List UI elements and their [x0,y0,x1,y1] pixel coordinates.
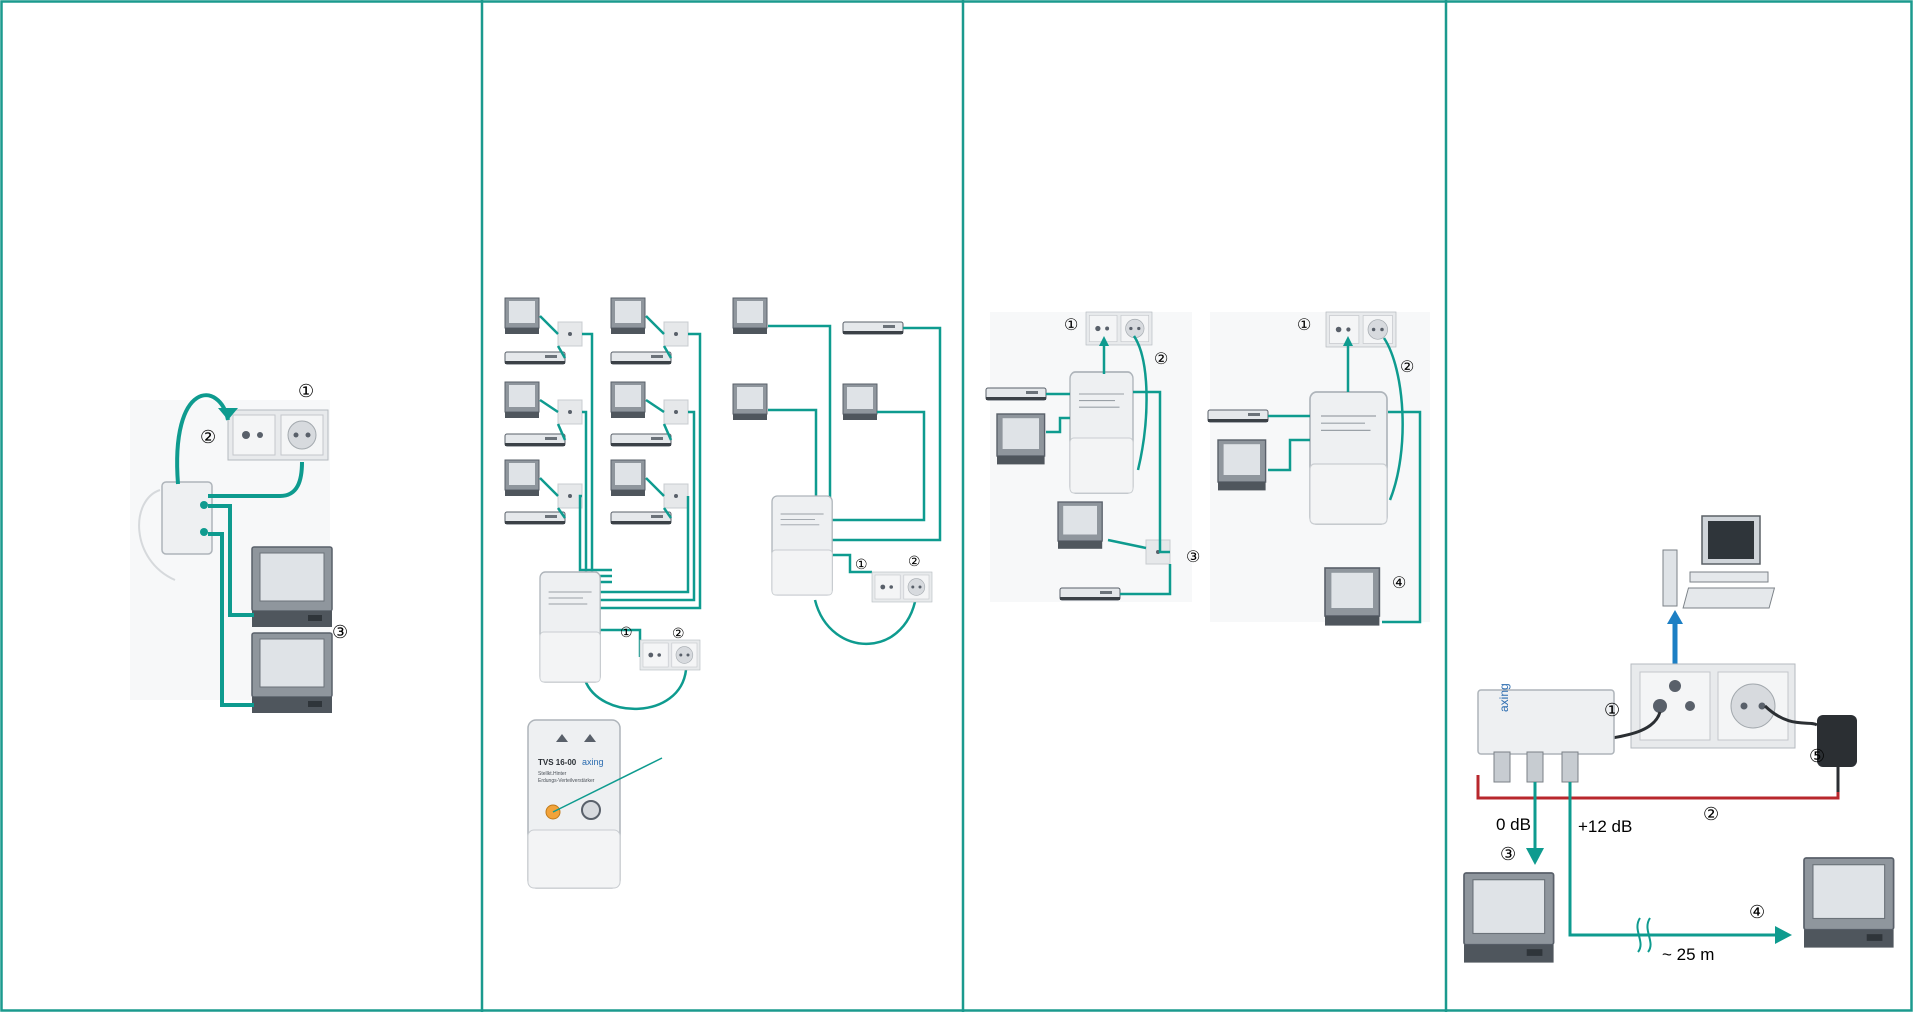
tv-a3 [504,459,540,497]
label-p3-right-loop: ② [1400,359,1414,376]
label-p4-tv-near: ③ [1500,844,1516,864]
loop-cable-right [813,589,919,646]
tv-p3-r2 [1324,567,1381,627]
tv-c3 [842,383,878,421]
house-amplifier: axing [1477,683,1615,783]
distance-break [1636,917,1652,953]
label-p4-tv-far: ④ [1749,902,1765,922]
detail-brand: axing [582,757,604,767]
wall-socket [227,409,329,461]
detail-device: TVS 16-00 axing Stellkt.Hinter Erdungs-V… [527,719,663,889]
label-cable: ② [200,427,216,447]
loop-cable [583,669,688,710]
splitter-b3 [663,483,689,509]
output-connector [581,800,601,820]
panel-3-right-cables [1268,337,1422,624]
receiver-a1 [504,351,566,365]
tv-a2 [504,381,540,419]
socket-right [871,571,933,603]
amplifier-right [771,495,833,596]
socket-left [639,639,701,671]
splitter-device [138,481,213,581]
tv-b3 [610,459,646,497]
p3-right-arrow [1343,336,1353,346]
panel-2: ① ② ① ② TVS 16-00 axing Stellkt.Hinter [504,297,942,889]
receiver-p3-l2 [1059,587,1121,601]
tv-near [1463,872,1555,964]
detail-subtitle-1: Stellkt.Hinter [538,771,567,777]
splitter-b2 [663,399,689,425]
power-cord [138,489,176,581]
multimedia-socket [1630,663,1796,749]
tv-2 [251,632,333,714]
tv-p3-l1 [996,413,1046,466]
receiver-b3 [610,511,672,525]
receiver-b2 [610,433,672,447]
splitter-a3 [557,483,583,509]
p3-left-arrow [1099,336,1109,346]
amplifier-p3-right [1309,391,1388,525]
receiver-a2 [504,433,566,447]
label-left-loop: ② [672,625,685,641]
label-left-socket: ① [620,624,633,640]
tv-b1 [610,297,646,335]
label-p4-cable: ② [1703,804,1719,824]
detail-subtitle-2: Erdungs-Verteilverstärker [538,778,595,784]
distance-label: ~ 25 m [1662,945,1714,964]
arrow-tv-far [1775,926,1792,944]
tv-far [1803,857,1895,949]
panel-3-left-cables [1046,335,1172,596]
receiver-a3 [504,511,566,525]
panel-3: ① ② ③ ① ② ④ [985,311,1430,627]
label-right-socket: ① [855,556,868,572]
amplifier-p3-left [1069,371,1134,494]
tv-p3-l2 [1057,501,1103,550]
splitter-a1 [557,321,583,347]
panel-4-cables [1533,782,1783,937]
detail-model: TVS 16-00 [538,758,577,767]
panel-1-cables [175,393,304,707]
amplifier-left [539,571,601,683]
device-brand: axing [1497,683,1511,712]
label-p4-adapter: ⑤ [1809,746,1825,766]
label-p3-left-loop: ② [1154,351,1168,368]
splitter-b1 [663,321,689,347]
label-wall: ① [298,381,314,401]
gain-low: 0 dB [1496,815,1531,834]
receiver-p3-l1 [985,387,1047,401]
label-p3-splitter: ③ [1186,549,1200,566]
label-p4-socket: ① [1604,700,1620,720]
socket-p3-left [1085,311,1153,346]
data-arrow-up [1667,610,1683,624]
computer [1662,515,1776,609]
splitter-a2 [557,399,583,425]
tv-c2 [732,383,768,421]
label-p3-left-socket: ① [1064,317,1078,334]
tv-1 [251,546,333,628]
label-right-loop: ② [908,553,921,569]
label-p3-right-socket: ① [1297,317,1311,334]
pointer-line [552,757,663,813]
arrow-tv-near [1526,848,1544,865]
receiver-b1 [610,351,672,365]
gain-high: +12 dB [1578,817,1632,836]
label-tv: ③ [332,622,348,642]
panel-1: ① ② ③ [130,381,348,714]
power-cable [1476,775,1840,800]
arrow-head [218,408,238,420]
power-adapter [1763,704,1857,792]
tv-p3-r1 [1217,439,1267,492]
curved-cable [175,393,230,485]
panel-2-right-cables [768,324,942,646]
receiver-p3-r1 [1207,409,1269,423]
label-p3-tv: ④ [1392,575,1406,592]
tv-b2 [610,381,646,419]
antenna-cable [1611,711,1662,740]
tv-a1 [504,297,540,335]
receiver-c1 [842,321,904,335]
tv-c1 [732,297,768,335]
panel-4: axing ① ② ③ ④ ⑤ 0 dB +12 dB ~ 25 m [1463,515,1895,964]
